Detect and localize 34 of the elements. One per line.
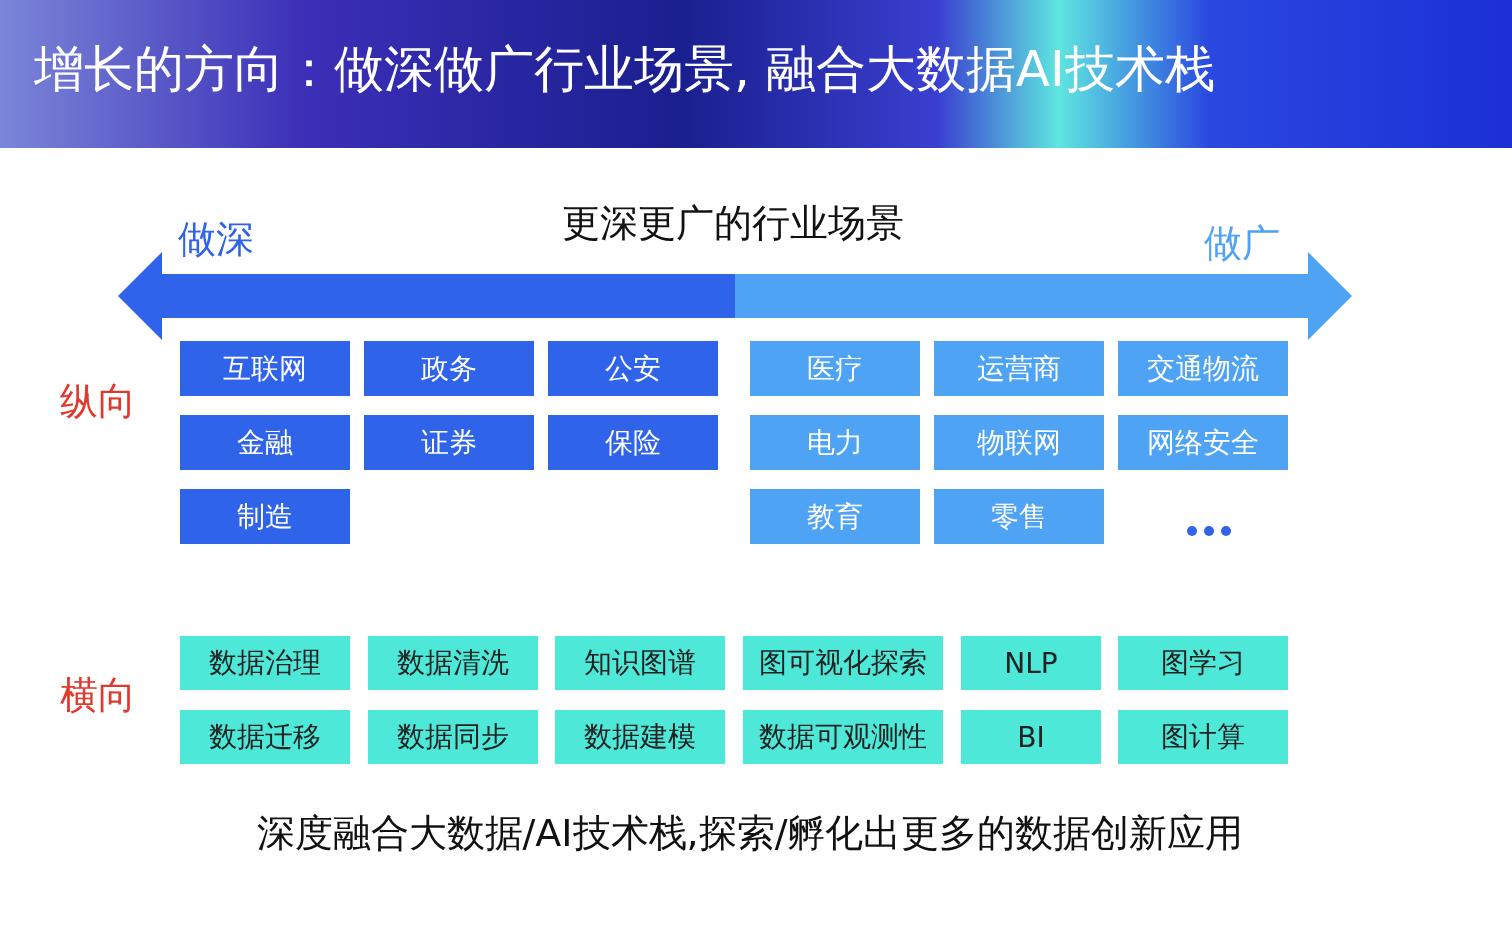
category-box: 政务	[364, 341, 534, 396]
category-box: 数据迁移	[180, 710, 350, 764]
row-label: 纵向	[60, 378, 136, 425]
arrow-label: 做广	[1204, 220, 1280, 267]
category-box: 图学习	[1118, 636, 1288, 690]
category-box: 知识图谱	[555, 636, 725, 690]
category-box: 图计算	[1118, 710, 1288, 764]
category-box: 保险	[548, 415, 718, 470]
category-box: 零售	[934, 489, 1104, 544]
category-box: 电力	[750, 415, 920, 470]
category-box: NLP	[961, 636, 1101, 690]
caption-text: 深度融合大数据/AI技术栈,探索/孵化出更多的数据创新应用	[256, 810, 1244, 857]
section-heading: 更深更广的行业场景	[562, 200, 904, 247]
category-box: 交通物流	[1118, 341, 1288, 396]
category-box: 互联网	[180, 341, 350, 396]
category-box: 网络安全	[1118, 415, 1288, 470]
category-box: 数据同步	[368, 710, 538, 764]
category-box: 数据可观测性	[743, 710, 943, 764]
category-box: 数据治理	[180, 636, 350, 690]
category-box: 教育	[750, 489, 920, 544]
arrow-label: 做深	[178, 216, 254, 263]
category-box: 金融	[180, 415, 350, 470]
category-box: 证券	[364, 415, 534, 470]
category-box: 医疗	[750, 341, 920, 396]
category-box: 图可视化探索	[743, 636, 943, 690]
category-box: 物联网	[934, 415, 1104, 470]
slide-title: 增长的方向：做深做广行业场景, 融合大数据AI技术栈	[34, 39, 1215, 100]
category-box: 数据清洗	[368, 636, 538, 690]
category-box: 制造	[180, 489, 350, 544]
row-label: 横向	[60, 672, 136, 719]
category-box: 运营商	[934, 341, 1104, 396]
category-box: 数据建模	[555, 710, 725, 764]
category-box: BI	[961, 710, 1101, 764]
category-box: 公安	[548, 341, 718, 396]
